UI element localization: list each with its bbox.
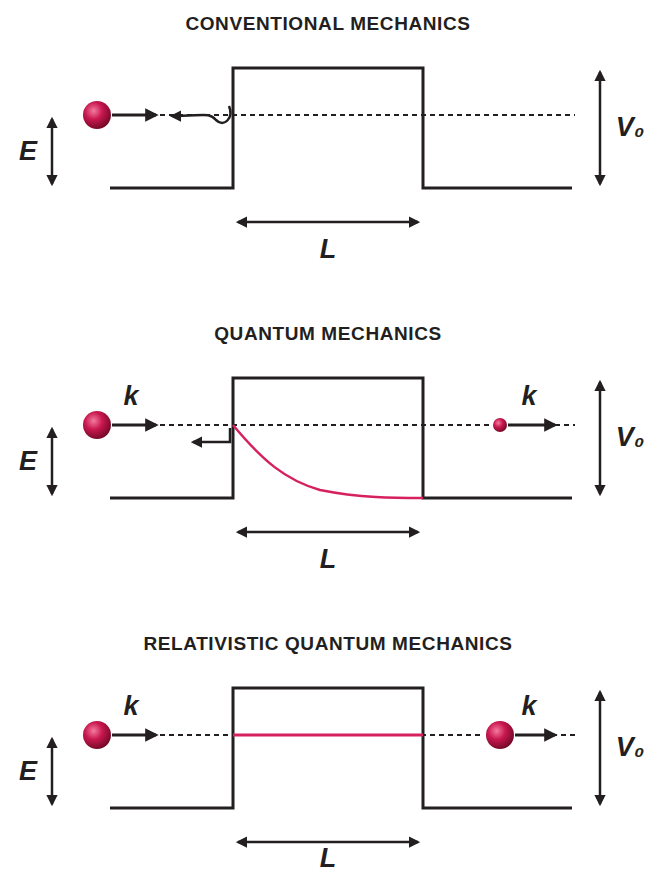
energy-arrow: [51, 429, 54, 494]
energy-arrow: [51, 119, 54, 184]
barrier-width-label: L: [320, 844, 337, 874]
panel-title: RELATIVISTIC QUANTUM MECHANICS: [143, 634, 512, 655]
wavevector-label: k: [521, 382, 536, 412]
constant-wave: [233, 734, 423, 737]
energy-label: E: [19, 137, 37, 167]
energy-level: [160, 114, 575, 116]
energy-label: E: [19, 447, 37, 477]
potential-barrier: [110, 688, 572, 808]
barrier-height-label: V₀: [616, 733, 645, 763]
energy-level: [516, 734, 575, 736]
conventional-panel: [52, 68, 600, 222]
width-arrow: [238, 221, 418, 224]
motion-arrow: [112, 114, 156, 117]
energy-arrow: [51, 739, 54, 804]
motion-arrow: [508, 424, 555, 427]
bounce-arrow: [172, 106, 230, 123]
width-arrow: [238, 841, 418, 844]
wavevector-label: k: [123, 692, 138, 722]
motion-arrow: [112, 424, 156, 427]
particle: [83, 721, 111, 749]
width-arrow: [238, 531, 418, 534]
panel-title: CONVENTIONAL MECHANICS: [185, 14, 470, 35]
panel-title: QUANTUM MECHANICS: [214, 324, 442, 345]
wavevector-label: k: [123, 382, 138, 412]
height-arrow: [599, 382, 602, 494]
motion-arrow: [112, 734, 156, 737]
reflection-arrow: [193, 428, 230, 442]
barrier-width-label: L: [320, 545, 337, 575]
energy-label: E: [19, 757, 37, 787]
height-arrow: [599, 72, 602, 184]
transmitted-particle: [486, 721, 514, 749]
barrier-height-label: V₀: [616, 113, 645, 143]
barrier-width-label: L: [320, 235, 337, 265]
particle: [83, 411, 111, 439]
barrier-height-label: V₀: [616, 423, 645, 453]
height-arrow: [599, 692, 602, 804]
relativistic-panel: [52, 688, 600, 842]
decaying-wave: [233, 425, 423, 498]
particle: [83, 101, 111, 129]
transmitted-particle: [493, 418, 507, 432]
potential-barrier: [110, 68, 572, 188]
wavevector-label: k: [521, 692, 536, 722]
energy-level: [160, 734, 484, 736]
quantum-panel: [52, 378, 600, 532]
potential-barrier: [110, 378, 572, 498]
motion-arrow: [515, 734, 555, 737]
energy-level: [160, 424, 490, 426]
